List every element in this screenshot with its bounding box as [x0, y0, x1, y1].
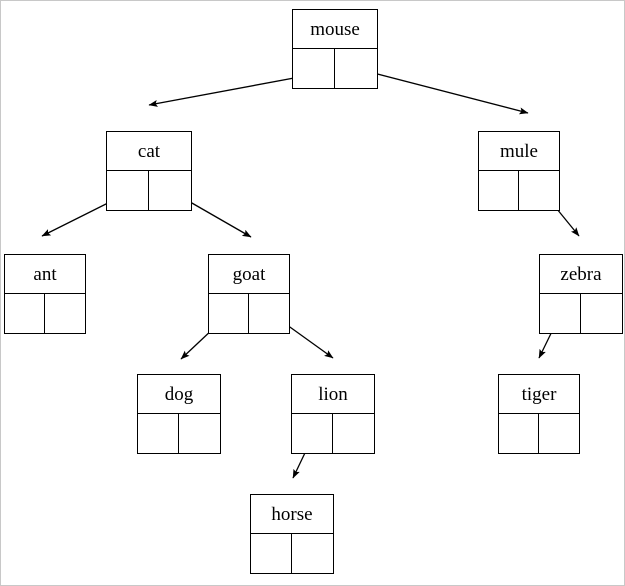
tree-node-lion[interactable]: lion [291, 374, 375, 454]
tree-node-goat[interactable]: goat [208, 254, 290, 334]
tree-node-pointers-zebra [540, 294, 622, 333]
tree-node-label-ant: ant [5, 255, 85, 294]
tree-node-right-pointer-zebra[interactable] [581, 294, 622, 333]
tree-node-right-pointer-mouse[interactable] [335, 49, 377, 88]
tree-node-left-pointer-mouse[interactable] [293, 49, 335, 88]
tree-node-label-horse: horse [251, 495, 333, 534]
tree-node-pointers-goat [209, 294, 289, 333]
tree-node-tiger[interactable]: tiger [498, 374, 580, 454]
tree-node-left-pointer-horse[interactable] [251, 534, 292, 573]
tree-node-pointers-dog [138, 414, 220, 453]
tree-node-left-pointer-mule[interactable] [479, 171, 519, 210]
tree-node-label-lion: lion [292, 375, 374, 414]
tree-node-pointers-mouse [293, 49, 377, 88]
tree-node-right-pointer-mule[interactable] [519, 171, 559, 210]
tree-node-right-pointer-goat[interactable] [249, 294, 289, 333]
tree-node-right-pointer-horse[interactable] [292, 534, 333, 573]
tree-node-horse[interactable]: horse [250, 494, 334, 574]
tree-node-mouse[interactable]: mouse [292, 9, 378, 89]
tree-node-label-mule: mule [479, 132, 559, 171]
tree-node-left-pointer-tiger[interactable] [499, 414, 539, 453]
tree-node-label-dog: dog [138, 375, 220, 414]
tree-node-pointers-lion [292, 414, 374, 453]
tree-node-left-pointer-zebra[interactable] [540, 294, 581, 333]
tree-node-pointers-mule [479, 171, 559, 210]
tree-node-label-mouse: mouse [293, 10, 377, 49]
tree-node-right-pointer-cat[interactable] [149, 171, 191, 210]
tree-node-right-pointer-ant[interactable] [45, 294, 85, 333]
tree-node-mule[interactable]: mule [478, 131, 560, 211]
tree-node-right-pointer-dog[interactable] [179, 414, 220, 453]
tree-node-right-pointer-tiger[interactable] [539, 414, 579, 453]
tree-node-pointers-cat [107, 171, 191, 210]
tree-node-left-pointer-cat[interactable] [107, 171, 149, 210]
tree-edge-mouse-to-mule [357, 68, 529, 115]
tree-node-label-zebra: zebra [540, 255, 622, 294]
tree-node-zebra[interactable]: zebra [539, 254, 623, 334]
tree-node-pointers-tiger [499, 414, 579, 453]
tree-node-label-cat: cat [107, 132, 191, 171]
tree-node-dog[interactable]: dog [137, 374, 221, 454]
tree-node-left-pointer-goat[interactable] [209, 294, 249, 333]
tree-node-label-goat: goat [209, 255, 289, 294]
tree-node-cat[interactable]: cat [106, 131, 192, 211]
tree-node-ant[interactable]: ant [4, 254, 86, 334]
tree-node-pointers-ant [5, 294, 85, 333]
tree-node-label-tiger: tiger [499, 375, 579, 414]
tree-node-left-pointer-dog[interactable] [138, 414, 179, 453]
tree-node-left-pointer-ant[interactable] [5, 294, 45, 333]
tree-node-pointers-horse [251, 534, 333, 573]
tree-node-left-pointer-lion[interactable] [292, 414, 333, 453]
tree-node-right-pointer-lion[interactable] [333, 414, 374, 453]
